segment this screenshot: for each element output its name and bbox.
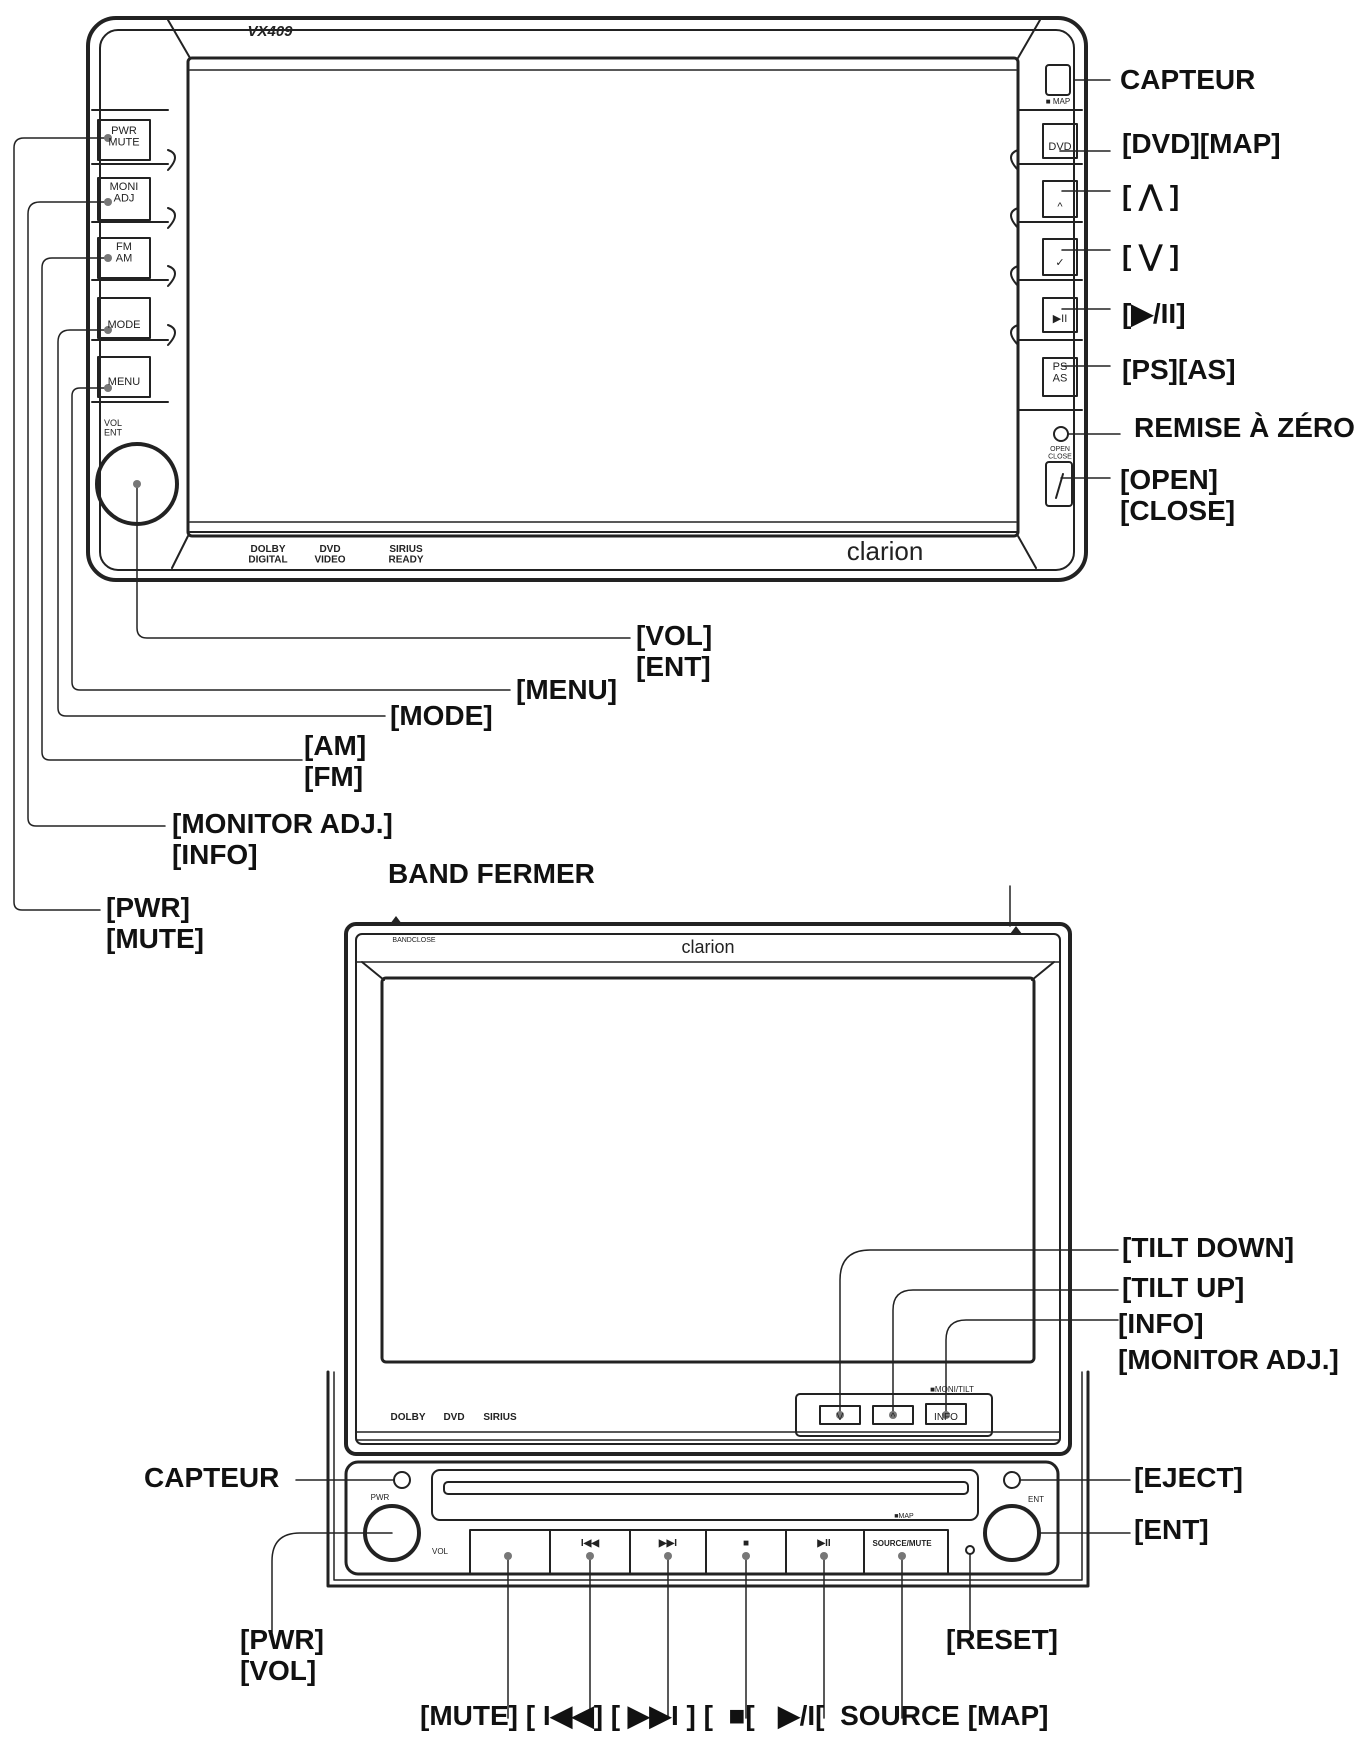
transport-button-1: I◀◀ <box>581 1538 599 1549</box>
left-button-3: MODE <box>108 319 141 331</box>
map-mark-bottom: ■MAP <box>894 1513 914 1520</box>
brand-logo-top: clarion <box>847 536 924 566</box>
label-tilt-down: [TILT DOWN] <box>1122 1232 1295 1263</box>
label-ent: [ENT] <box>1134 1514 1209 1545</box>
vol-mark: VOL <box>432 1547 449 1556</box>
label-remise-a-zero: REMISE À ZÉRO <box>1134 412 1355 443</box>
transport-button-2: ▶▶I <box>658 1538 677 1549</box>
label-dvd-map: [DVD][MAP] <box>1122 128 1281 159</box>
label-pwr-mute: [PWR] [MUTE] <box>106 892 204 954</box>
label-pwr-vol: [PWR] [VOL] <box>240 1624 324 1686</box>
label-menu: [MENU] <box>516 674 618 705</box>
bottom-logo-2: SIRIUS <box>483 1412 517 1423</box>
right-button-3: ▶II <box>1053 313 1068 325</box>
bottom-logo-1: DVD <box>443 1412 464 1423</box>
label-band-fermer: BAND FERMER <box>388 858 595 889</box>
top-unit-body <box>86 16 1088 582</box>
label-transport-row: [MUTE] [ I◀◀] [ ▶▶I ] [ ■[ ▶/I[ SOURCE [… <box>420 1700 1049 1731</box>
label-mode: [MODE] <box>390 700 493 731</box>
model-name: VX409 <box>247 23 293 40</box>
right-button-1: ^ <box>1057 201 1063 213</box>
tilt-panel-button-1: ^ <box>891 1412 896 1423</box>
label-play-pause: [▶/II] <box>1122 298 1186 329</box>
map-mark-top: ■ MAP <box>1046 97 1070 106</box>
transport-button-3: ■ <box>743 1538 749 1549</box>
label-down: [ ⋁ ] <box>1122 240 1180 271</box>
transport-button-4: ▶II <box>816 1538 830 1549</box>
label-tilt-up: [TILT UP] <box>1122 1272 1245 1303</box>
top-left-leaders <box>13 134 631 911</box>
label-ps-as: [PS][AS] <box>1122 354 1236 385</box>
left-button-4: MENU <box>108 376 140 388</box>
label-open-close: [OPEN] [CLOSE] <box>1120 464 1236 526</box>
transport-button-5: SOURCE/MUTE <box>872 1539 932 1548</box>
label-capteur-bottom: CAPTEUR <box>144 1462 280 1493</box>
label-info-monitor: [INFO] [MONITOR ADJ.] <box>1118 1308 1339 1375</box>
label-up: [ ⋀ ] <box>1122 180 1180 211</box>
label-am-fm: [AM] [FM] <box>304 730 367 792</box>
right-button-0: DVD <box>1048 141 1071 153</box>
bottom-logo-0: DOLBY <box>391 1412 426 1423</box>
right-button-2: ✓ <box>1055 257 1064 269</box>
brand-logo-bottom: clarion <box>681 937 734 957</box>
label-reset: [RESET] <box>946 1624 1058 1655</box>
pwr-mark: PWR <box>371 1493 390 1502</box>
bottom-leaders <box>271 885 1131 1719</box>
label-vol-ent: [VOL] [ENT] <box>636 620 713 682</box>
label-eject: [EJECT] <box>1134 1462 1243 1493</box>
tilt-panel-button-0: V <box>837 1412 844 1423</box>
tilt-panel-button-2: INFO <box>934 1412 958 1423</box>
label-monitor-info: [MONITOR ADJ.] [INFO] <box>172 808 393 870</box>
bandclose-mark: BANDCLOSE <box>392 937 436 944</box>
top-right-leaders <box>1059 79 1121 479</box>
label-capteur-top: CAPTEUR <box>1120 64 1256 95</box>
bottom-unit-body <box>326 922 1090 1588</box>
monitilt-mark: ■MONI/TILT <box>930 1385 974 1394</box>
ent-mark: ENT <box>1028 1495 1044 1504</box>
